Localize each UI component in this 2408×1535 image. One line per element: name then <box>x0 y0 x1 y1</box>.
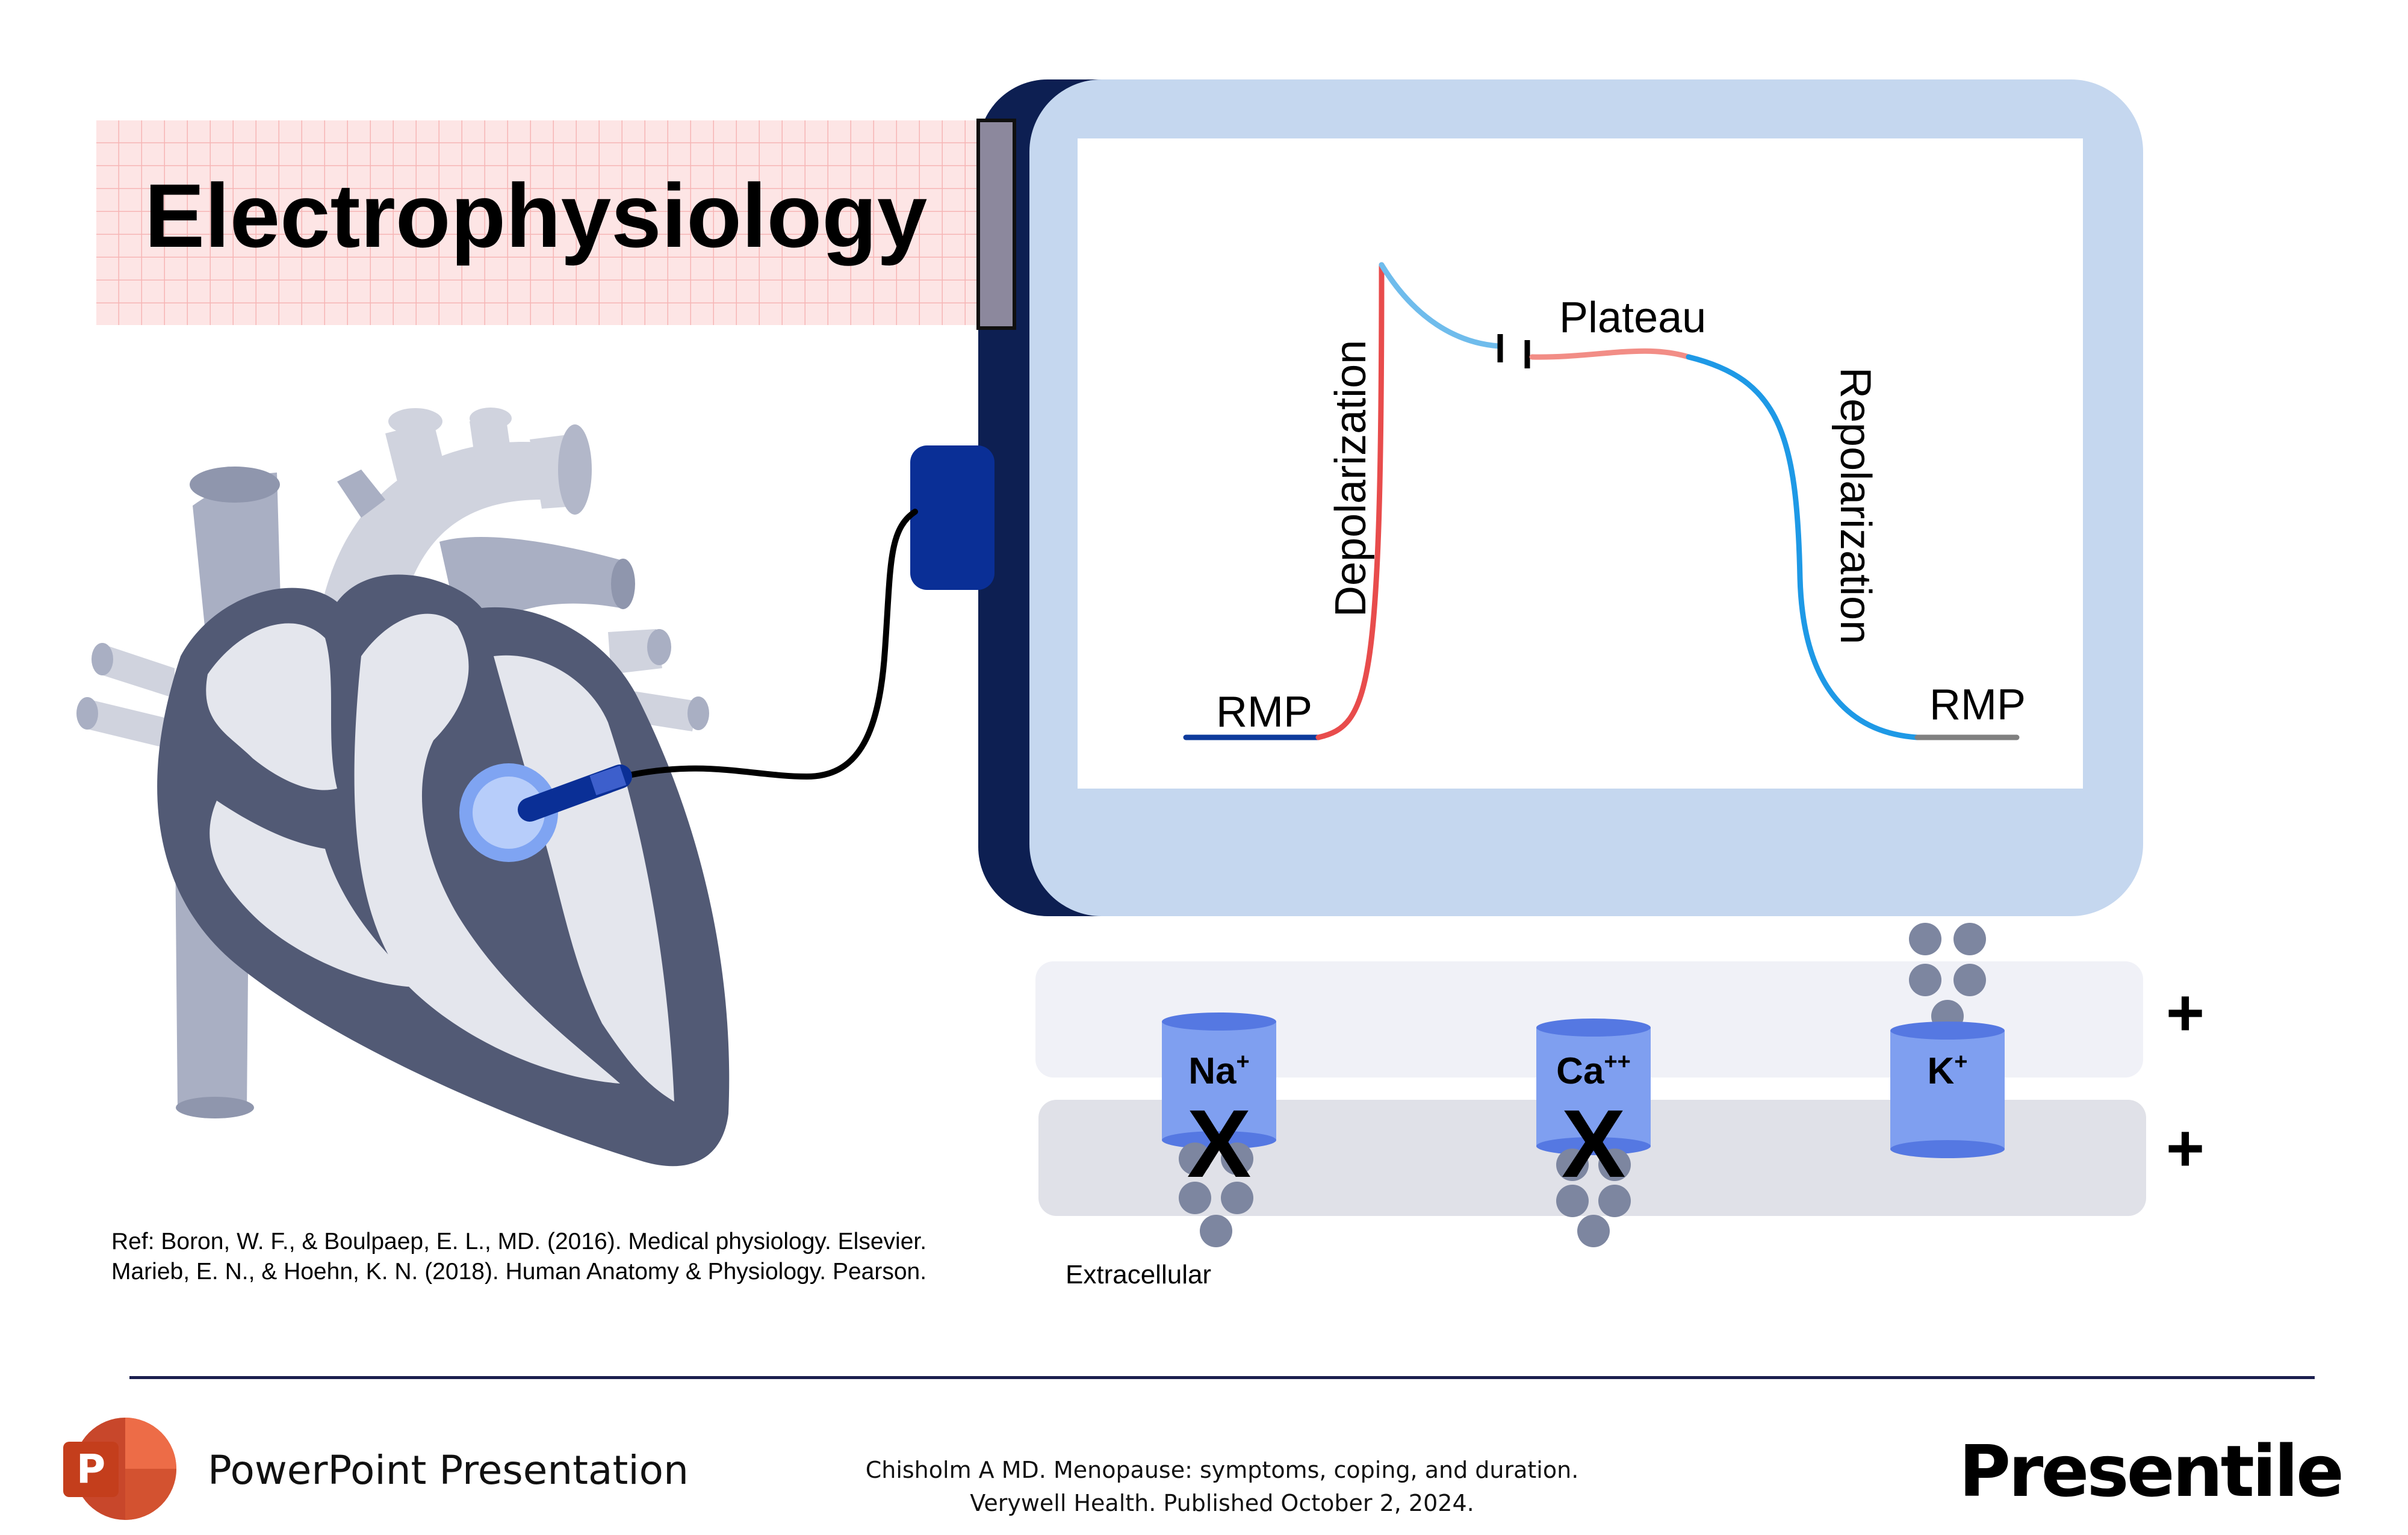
footer-divider <box>129 1376 2315 1379</box>
monitor-connector <box>910 445 995 590</box>
citation-line-2: Verywell Health. Published October 2, 20… <box>970 1490 1474 1516</box>
rmp-label-right: RMP <box>1929 681 2026 729</box>
sodium-ions <box>1179 1143 1253 1247</box>
depolarization-curve <box>1315 262 1385 740</box>
channel-calcium: Ca++ X <box>1536 1019 1651 1247</box>
app-label: PowerPoint Presentation <box>208 1447 689 1493</box>
extracellular-label: Extracellular <box>1066 1260 1211 1289</box>
probe-cable <box>620 509 918 780</box>
cell-membrane: Na+ X Ca++ X K+ <box>1035 923 2205 1289</box>
membrane-plus-top: + <box>2166 976 2205 1050</box>
references: Ref: Boron, W. F., & Boulpaep, E. L., MD… <box>111 1229 926 1285</box>
monitor-screen <box>1078 138 2083 789</box>
powerpoint-icon-letter: P <box>76 1446 105 1492</box>
depolarization-label: Depolarization <box>1327 340 1375 617</box>
calcium-ion-label: Ca++ <box>1556 1049 1631 1092</box>
repolarization-label: Repolarization <box>1831 367 1879 644</box>
channel-potassium: K+ <box>1890 1022 2005 1158</box>
heart-illustration <box>76 408 730 1167</box>
calcium-block-mark: X <box>1562 1090 1626 1197</box>
potassium-ions <box>1909 923 1986 1032</box>
sodium-ion-label: Na+ <box>1188 1049 1249 1092</box>
early-repolarization-curve <box>1379 262 1502 349</box>
membrane-extracellular-band <box>1038 1100 2146 1216</box>
membrane-plus-bottom: + <box>2166 1111 2205 1185</box>
reference-line-1: Ref: Boron, W. F., & Boulpaep, E. L., MD… <box>111 1229 926 1254</box>
electrode-probe-icon <box>518 509 918 822</box>
powerpoint-icon: P <box>63 1418 176 1520</box>
plateau-label: Plateau <box>1559 294 1706 342</box>
monitor-icon <box>910 79 2143 916</box>
brand-logo: Presentile <box>1959 1430 2342 1513</box>
plateau-curve <box>1529 348 1692 360</box>
reference-line-2: Marieb, E. N., & Hoehn, K. N. (2018). Hu… <box>111 1259 926 1285</box>
potassium-ion-label: K+ <box>1928 1049 1968 1092</box>
rmp-label-left: RMP <box>1216 688 1312 736</box>
repolarization-curve <box>1686 354 1920 740</box>
title-banner: Electrophysiology <box>96 120 1011 325</box>
calcium-ions <box>1556 1149 1631 1247</box>
citation-line-1: Chisholm A MD. Menopause: symptoms, copi… <box>866 1457 1579 1483</box>
sodium-block-mark: X <box>1187 1090 1252 1197</box>
action-potential-graph: RMP Depolarization Plateau Repolarizatio… <box>1183 262 2026 740</box>
channel-sodium: Na+ X <box>1162 1012 1276 1247</box>
slide-title: Electrophysiology <box>144 165 927 266</box>
